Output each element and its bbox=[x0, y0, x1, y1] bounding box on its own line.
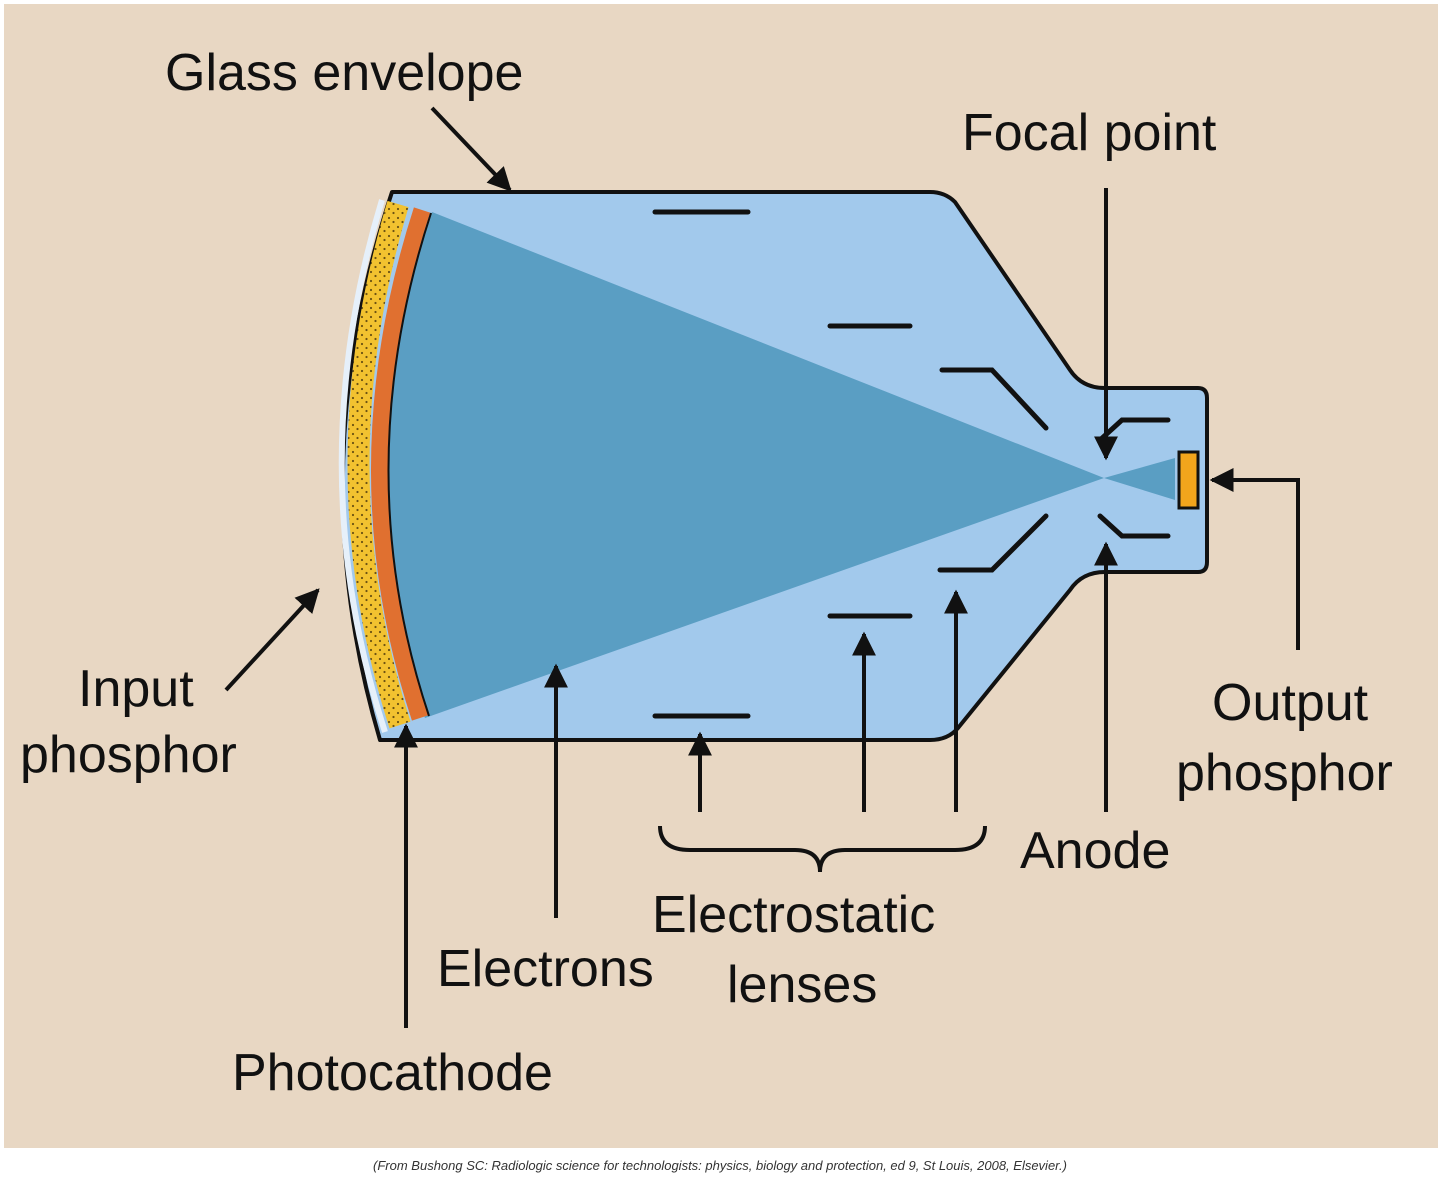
input-phosphor-label-line2: phosphor bbox=[20, 726, 237, 784]
focal-point-label: Focal point bbox=[962, 104, 1217, 162]
electrostatic-lens-plates bbox=[652, 209, 1049, 719]
anode-label: Anode bbox=[1020, 822, 1170, 880]
electrostatic-lenses-brace bbox=[658, 825, 987, 873]
output-phosphor bbox=[1177, 450, 1200, 510]
electrostatic-lenses-label-line1: Electrostatic bbox=[652, 886, 935, 944]
beam-cone-right bbox=[1104, 458, 1175, 500]
electron-beam bbox=[374, 212, 1104, 718]
photocathode-label: Photocathode bbox=[232, 1044, 553, 1102]
electrons-label: Electrons bbox=[437, 940, 654, 998]
input-phosphor-arrow bbox=[224, 588, 320, 692]
output-phosphor-arrow bbox=[1209, 468, 1300, 650]
output-phosphor-label-line2: phosphor bbox=[1176, 744, 1393, 802]
input-phosphor-layer bbox=[347, 200, 411, 729]
electrostatic-lenses-label-line2: lenses bbox=[727, 956, 877, 1014]
outer-envelope-layer bbox=[338, 199, 388, 733]
output-phosphor-label-line1: Output bbox=[1212, 674, 1369, 732]
source-credit: (From Bushong SC: Radiologic science for… bbox=[373, 1158, 1067, 1173]
glass-envelope-arrow bbox=[430, 106, 512, 192]
glass-envelope-label: Glass envelope bbox=[165, 44, 523, 102]
layer-outline bbox=[387, 212, 432, 717]
input-phosphor-label-line1: Input bbox=[78, 660, 194, 718]
photocathode-layer bbox=[371, 207, 431, 721]
